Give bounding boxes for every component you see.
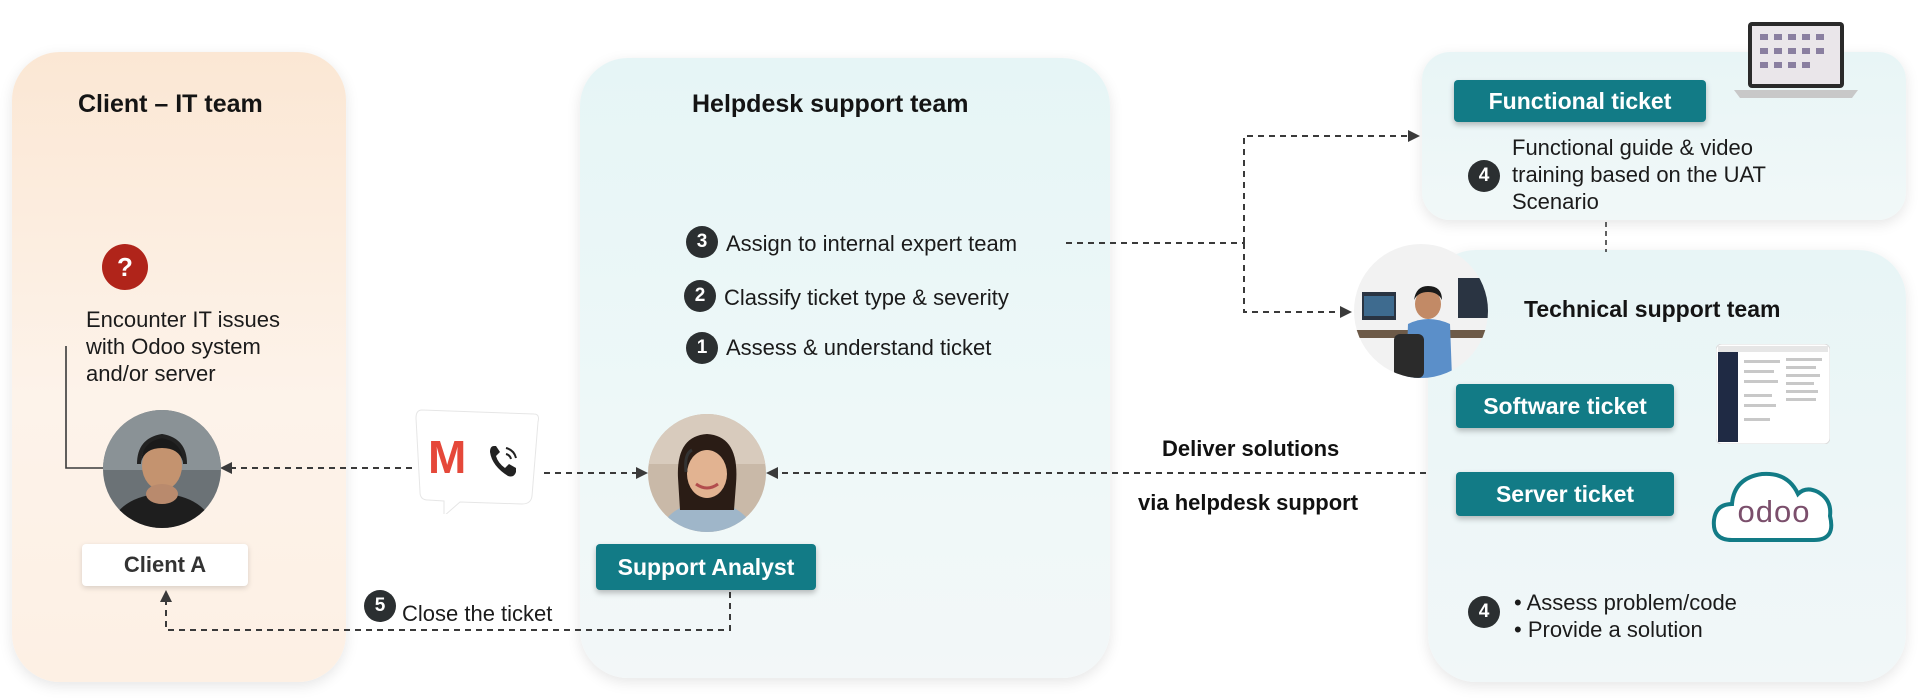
issue-line: and/or server — [86, 361, 216, 386]
issue-line: Encounter IT issues — [86, 307, 281, 332]
question-icon: ? — [102, 244, 148, 290]
issue-connector — [65, 346, 104, 469]
server-ticket-label: Server ticket — [1456, 472, 1674, 516]
channels-card: M — [414, 404, 542, 518]
functional-step-number-4: 4 — [1468, 160, 1500, 192]
via-helpdesk-text: via helpdesk support — [1138, 490, 1359, 515]
arrow-to-technical — [1243, 243, 1352, 318]
functional-line: Functional guide & video — [1512, 135, 1753, 160]
client-panel-title: Client – IT team — [78, 90, 263, 118]
helpdesk-panel-title: Helpdesk support team — [692, 90, 969, 118]
analyst-person-icon — [648, 414, 766, 532]
client-avatar — [103, 410, 221, 528]
step-classify-text: Classify ticket type & severity — [724, 285, 1009, 310]
technical-support-team-panel — [1428, 250, 1906, 682]
step-number-2: 2 — [684, 280, 716, 312]
technical-step-number-4: 4 — [1468, 596, 1500, 628]
technical-bullet: • Assess problem/code — [1514, 590, 1737, 615]
arrow-to-functional — [1243, 130, 1420, 243]
functional-guide-text: Functional guide & video training based … — [1512, 134, 1766, 215]
issue-line: with Odoo system — [86, 334, 261, 359]
step-number-5: 5 — [364, 590, 396, 622]
technical-solution-bullets: • Assess problem/code • Provide a soluti… — [1514, 589, 1737, 643]
odoo-cloud-logo: odoo — [1710, 464, 1838, 546]
gmail-icon: M — [428, 431, 467, 483]
client-person-icon — [103, 410, 221, 528]
support-analyst-avatar — [648, 414, 766, 532]
deliver-solutions-text: Deliver solutions — [1162, 436, 1340, 461]
technical-support-avatar — [1354, 244, 1488, 378]
technical-panel-title: Technical support team — [1524, 296, 1781, 322]
software-screenshot-icon — [1715, 343, 1831, 445]
close-ticket-text: Close the ticket — [402, 601, 553, 626]
support-analyst-label: Support Analyst — [596, 544, 816, 590]
arrow-close-ticket — [160, 590, 731, 631]
functional-line: Scenario — [1512, 189, 1599, 214]
software-ticket-label: Software ticket — [1456, 384, 1674, 428]
client-issue-text: Encounter IT issues with Odoo system and… — [86, 306, 280, 387]
technical-bullet: • Provide a solution — [1514, 617, 1703, 642]
laptop-icon — [1734, 20, 1858, 100]
step-assess-text: Assess & understand ticket — [726, 335, 992, 360]
phone-icon — [490, 446, 517, 477]
step-number-1: 1 — [686, 332, 718, 364]
developer-person-icon — [1354, 244, 1488, 378]
odoo-logo-text: odoo — [1737, 494, 1811, 529]
functional-line: training based on the UAT — [1512, 162, 1766, 187]
client-a-label: Client A — [82, 544, 248, 586]
step-assign-text: Assign to internal expert team — [726, 231, 1018, 256]
functional-ticket-label: Functional ticket — [1454, 80, 1706, 122]
step-number-3: 3 — [686, 226, 718, 258]
